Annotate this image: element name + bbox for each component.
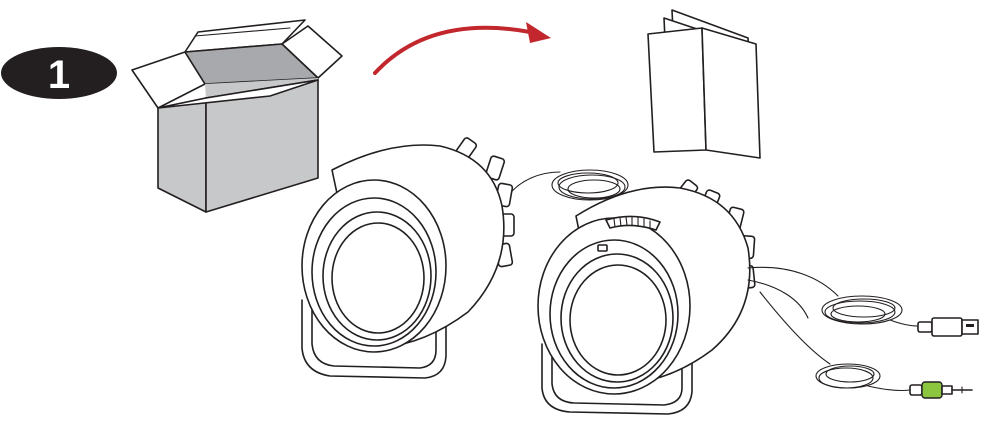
audio-jack-plug-icon	[909, 381, 973, 399]
speaker-left-icon	[301, 137, 515, 379]
audio-cable	[759, 291, 911, 392]
step-number: 1	[48, 53, 70, 97]
usb-plug-icon	[917, 317, 979, 337]
curved-arrow-icon	[373, 22, 551, 75]
step-badge-icon: 1	[1, 47, 117, 99]
manual-booklet-icon	[647, 9, 761, 159]
usb-cable	[747, 266, 919, 327]
open-box-icon	[131, 19, 343, 213]
speaker-right-icon	[537, 179, 756, 415]
